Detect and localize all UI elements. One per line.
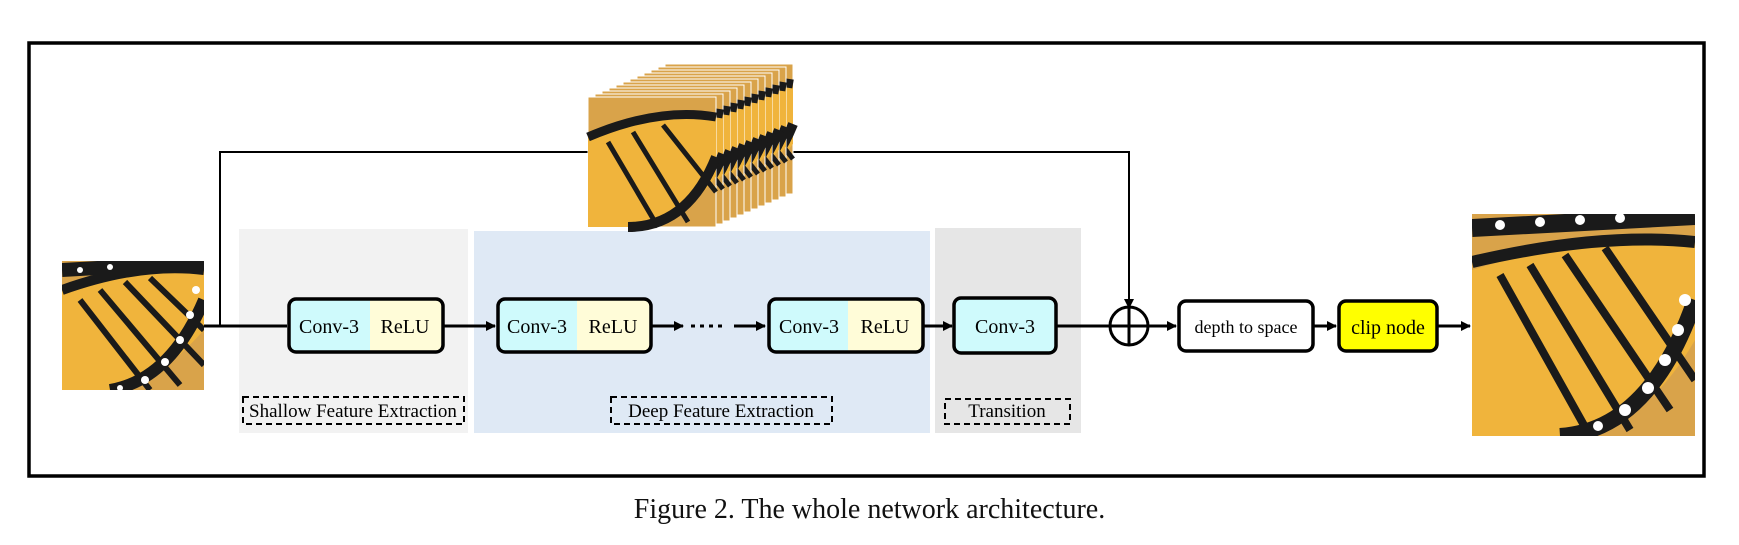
transition-conv-label: Conv-3 bbox=[975, 316, 1035, 338]
clip-node-label: clip node bbox=[1351, 317, 1425, 339]
clip-node-block: clip node bbox=[1337, 299, 1439, 353]
svg-text:Transition: Transition bbox=[968, 401, 1046, 422]
deep-relu-label-1: ReLU bbox=[589, 316, 638, 338]
depth-to-space-block: depth to space bbox=[1177, 299, 1315, 353]
feature-map-stack bbox=[586, 63, 798, 232]
output-image bbox=[1472, 214, 1695, 436]
figure-caption: Figure 2. The whole network architecture… bbox=[633, 494, 1106, 525]
shallow-stage-label: Shallow Feature Extraction bbox=[242, 396, 465, 425]
deep-relu-label-n: ReLU bbox=[861, 316, 910, 338]
svg-text:Shallow Feature Extraction: Shallow Feature Extraction bbox=[249, 401, 457, 422]
deep-conv-label-n: Conv-3 bbox=[779, 316, 839, 338]
shallow-relu-label: ReLU bbox=[381, 316, 430, 338]
shallow-conv-label: Conv-3 bbox=[299, 316, 359, 338]
depth-to-space-label: depth to space bbox=[1195, 317, 1298, 337]
transition-stage-label: Transition bbox=[944, 398, 1071, 425]
figure-frame bbox=[27, 41, 1706, 478]
transition-conv-block: Conv-3 bbox=[952, 296, 1058, 355]
deep-conv-label-1: Conv-3 bbox=[507, 316, 567, 338]
deep-conv-relu-block-n: Conv-3 ReLU bbox=[767, 297, 925, 354]
input-image bbox=[62, 261, 204, 390]
feature-map-layer bbox=[586, 96, 721, 232]
architecture-diagram: Conv-3 ReLU Conv-3 ReLU Conv-3 ReLU Conv… bbox=[27, 41, 1706, 478]
deep-conv-relu-block-1: Conv-3 ReLU bbox=[496, 297, 653, 354]
svg-text:Deep Feature Extraction: Deep Feature Extraction bbox=[628, 401, 814, 422]
deep-stage-label: Deep Feature Extraction bbox=[610, 396, 833, 425]
circle-plus-icon bbox=[1108, 305, 1150, 347]
shallow-conv-relu-block: Conv-3 ReLU bbox=[287, 297, 445, 354]
